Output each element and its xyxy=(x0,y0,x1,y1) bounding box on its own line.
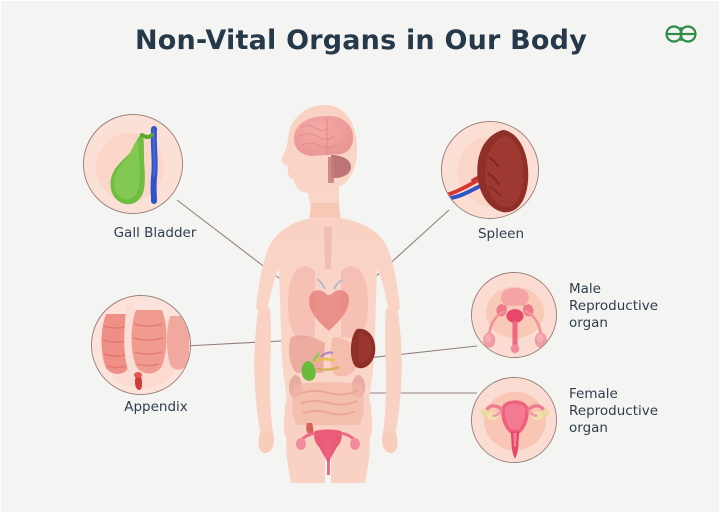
appendix-lens[interactable] xyxy=(91,295,191,395)
callout-label-female-reproductive-organ: Female Reproductive organ xyxy=(569,386,659,436)
page-title: Non-Vital Organs in Our Body xyxy=(135,25,587,56)
female-reproductive-organ-icon xyxy=(472,378,556,462)
callout-label-appendix: Appendix xyxy=(124,399,188,415)
female-reproductive-organ-lens[interactable] xyxy=(471,377,557,463)
human-body-silhouette xyxy=(254,105,402,483)
male-reproductive-organ-lens[interactable] xyxy=(471,272,557,358)
callout-label-male-reproductive-organ: Male Reproductive organ xyxy=(569,281,659,331)
male-reproductive-organ-icon xyxy=(472,273,556,357)
geeksforgeeks-logo-icon xyxy=(659,19,703,49)
gall-bladder-lens[interactable] xyxy=(83,114,183,214)
spleen-icon xyxy=(442,122,538,218)
appendix-icon xyxy=(92,296,190,394)
callout-label-gall-bladder: Gall Bladder xyxy=(113,225,197,241)
spleen-lens[interactable] xyxy=(441,121,539,219)
callout-label-spleen: Spleen xyxy=(477,226,525,242)
gall-bladder-icon xyxy=(84,115,182,213)
